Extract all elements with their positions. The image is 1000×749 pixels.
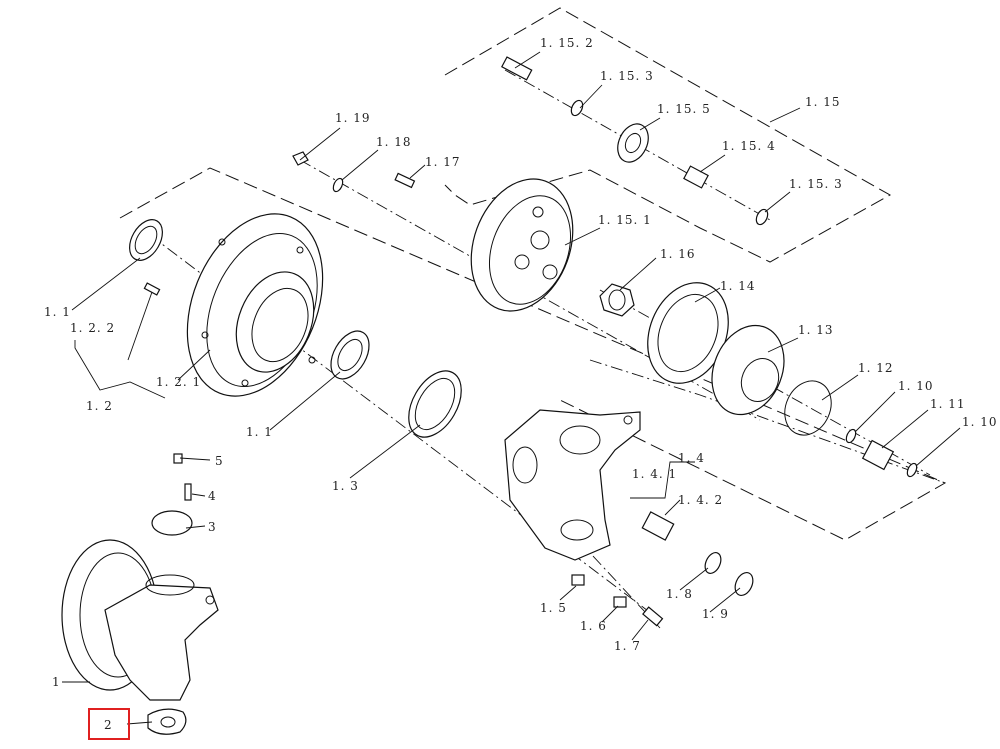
nut-1-16 bbox=[599, 283, 635, 317]
label-1-15-1: 1. 15. 1 bbox=[598, 213, 652, 227]
label-2: 2 bbox=[104, 718, 113, 732]
label-1: 1 bbox=[52, 675, 61, 689]
snap-ring-1-10-a bbox=[845, 428, 857, 444]
label-1-1-right: 1. 1 bbox=[246, 425, 273, 439]
label-1-17: 1. 17 bbox=[425, 155, 461, 169]
label-3: 3 bbox=[208, 520, 217, 534]
label-1-10-b: 1. 10 bbox=[962, 415, 998, 429]
plate-2 bbox=[147, 708, 187, 735]
bolt-1-7 bbox=[642, 606, 664, 627]
bolt-1-19 bbox=[292, 151, 309, 166]
screw-1-17 bbox=[394, 172, 416, 189]
label-1-12: 1. 12 bbox=[858, 361, 894, 375]
washer-1-15-3-lower bbox=[755, 208, 769, 226]
group-1-4-boundary bbox=[589, 359, 946, 484]
label-1-4: 1. 4 bbox=[678, 451, 705, 465]
label-1-15-4: 1. 15. 4 bbox=[722, 139, 776, 153]
bearing-1-1-left bbox=[129, 219, 163, 261]
label-1-15-5: 1. 15. 5 bbox=[657, 102, 711, 116]
label-1-13: 1. 13 bbox=[798, 323, 834, 337]
cap-3 bbox=[151, 510, 193, 536]
circlip-1-8 bbox=[704, 552, 722, 574]
label-1-18: 1. 18 bbox=[376, 135, 412, 149]
group-1-15-boundary bbox=[444, 7, 892, 263]
part-1-6 bbox=[613, 596, 627, 608]
label-1-2-1: 1. 2. 1 bbox=[156, 375, 201, 389]
label-1-1-left: 1. 1 bbox=[44, 305, 71, 319]
needle-bearing-1-15-4 bbox=[683, 165, 709, 189]
label-1-8: 1. 8 bbox=[666, 587, 693, 601]
bearing-1-1-right bbox=[330, 330, 370, 380]
bushing-1-4-2 bbox=[641, 511, 675, 541]
label-1-6: 1. 6 bbox=[580, 619, 607, 633]
planet-carrier-1-15-1 bbox=[470, 178, 574, 312]
pin-axis bbox=[577, 539, 661, 629]
label-1-2: 1. 2 bbox=[86, 399, 113, 413]
seal-1-3 bbox=[408, 370, 462, 438]
ring-1-9 bbox=[734, 572, 754, 596]
label-1-19: 1. 19 bbox=[335, 111, 371, 125]
top-axis bbox=[504, 69, 771, 221]
label-5: 5 bbox=[215, 454, 224, 468]
label-1-15-3-upper: 1. 15. 3 bbox=[600, 69, 654, 83]
pin-1-15-2 bbox=[501, 56, 533, 81]
snap-ring-1-10-b bbox=[906, 462, 918, 478]
ring-1-18 bbox=[332, 177, 344, 193]
label-1-3: 1. 3 bbox=[332, 479, 359, 493]
washer-1-15-3-upper bbox=[570, 99, 584, 117]
highlight-box-part-2 bbox=[88, 708, 130, 740]
leader-lines bbox=[62, 51, 961, 725]
pin-1-2-2 bbox=[143, 282, 161, 296]
o-ring-1-12 bbox=[784, 380, 832, 436]
assembly-1 bbox=[61, 539, 219, 701]
label-1-2-2: 1. 2. 2 bbox=[70, 321, 115, 335]
hub-housing-1-2-1 bbox=[186, 213, 324, 397]
ring-gear-1-14 bbox=[647, 282, 729, 384]
label-1-4-1: 1. 4. 1 bbox=[632, 467, 677, 481]
label-1-11: 1. 11 bbox=[930, 397, 966, 411]
bolt-4 bbox=[184, 483, 192, 501]
label-1-9: 1. 9 bbox=[702, 607, 729, 621]
part-1-5 bbox=[571, 574, 585, 586]
steering-knuckle-1-4 bbox=[504, 409, 641, 561]
label-1-4-2: 1. 4. 2 bbox=[678, 493, 723, 507]
label-1-14: 1. 14 bbox=[720, 279, 756, 293]
planet-gear-1-15-5 bbox=[617, 123, 649, 163]
label-1-15-2: 1. 15. 2 bbox=[540, 36, 594, 50]
sun-gear-1-11 bbox=[861, 439, 895, 471]
label-1-15-3-lower: 1. 15. 3 bbox=[789, 177, 843, 191]
label-4: 4 bbox=[208, 489, 217, 503]
label-1-10-a: 1. 10 bbox=[898, 379, 934, 393]
gear-carrier-1-13 bbox=[711, 324, 785, 416]
label-1-7: 1. 7 bbox=[614, 639, 641, 653]
label-1-15: 1. 15 bbox=[805, 95, 841, 109]
label-1-16: 1. 16 bbox=[660, 247, 696, 261]
label-1-5: 1. 5 bbox=[540, 601, 567, 615]
